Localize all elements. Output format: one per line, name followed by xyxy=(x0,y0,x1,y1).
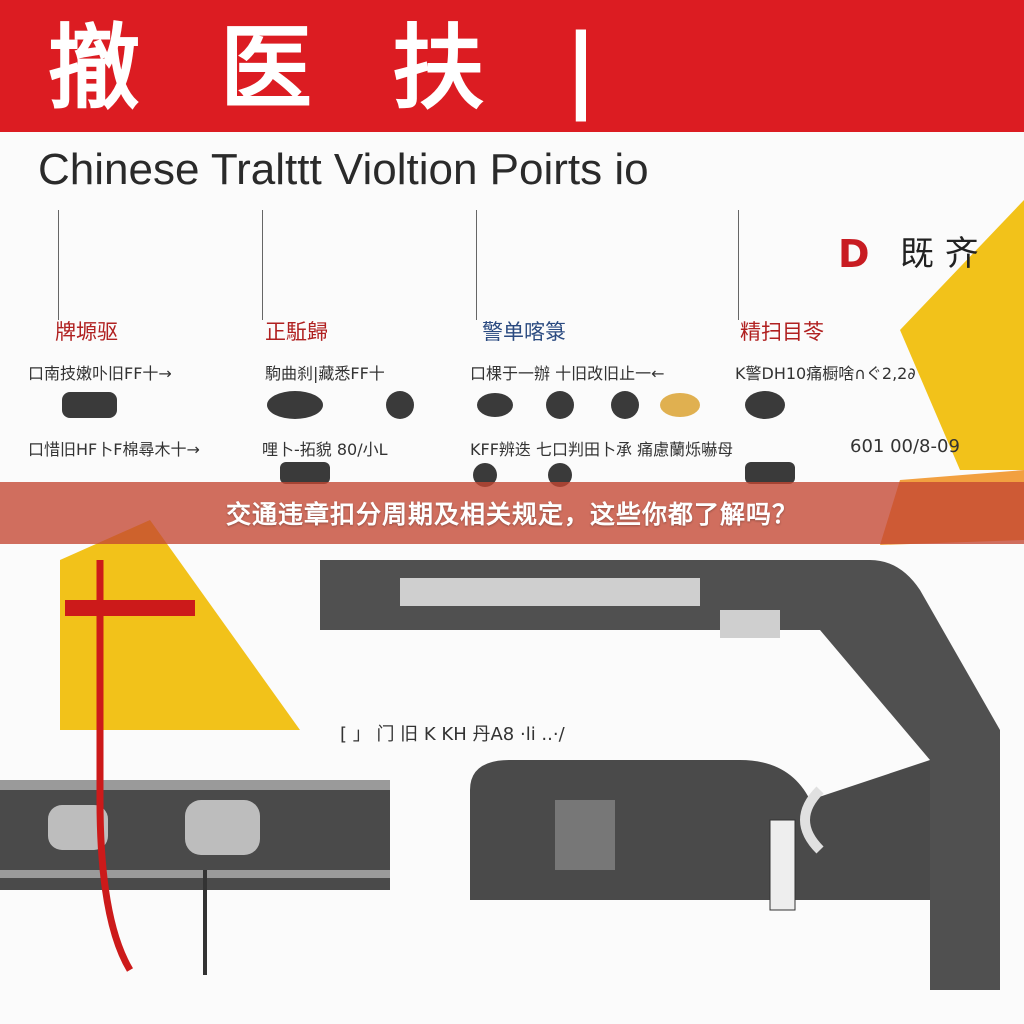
row-text: 601 00/8-09 xyxy=(850,436,960,457)
vehicle xyxy=(555,800,615,870)
column-heading: 牌塬驱 xyxy=(55,320,118,344)
divider xyxy=(738,210,739,320)
divider xyxy=(476,210,477,320)
yellow-shape-right xyxy=(900,200,1024,470)
header-banner: 撤 医 扶 | xyxy=(0,0,1024,132)
red-bar xyxy=(65,600,195,616)
curve-marking xyxy=(800,786,824,854)
road-lower xyxy=(470,760,930,900)
row-text: 哩卜-拓貌 80/小L xyxy=(262,440,388,459)
red-pole xyxy=(96,560,134,972)
road-upper xyxy=(320,560,1000,990)
road-edge xyxy=(0,870,390,878)
row-text: 口南技嫩卟旧FF十→ xyxy=(28,364,172,383)
badge-letter: D xyxy=(838,232,870,276)
car xyxy=(185,800,260,855)
road-window xyxy=(720,610,780,638)
row-text: 駒曲刹|藏悉FF十 xyxy=(265,364,385,383)
row-text: 口棵于一辦 十旧改旧止一← xyxy=(470,364,665,383)
badge-glyph: 既 齐 xyxy=(900,234,979,274)
car xyxy=(48,805,108,850)
signpost xyxy=(769,819,796,911)
yellow-shape-left xyxy=(60,520,300,730)
row-text: K警DH10痛橱啥∩ぐ2,2∂ xyxy=(735,364,916,383)
column-heading: 正駈歸 xyxy=(265,320,328,344)
subtitle: Chinese Tralttt Violtion Poirts io xyxy=(38,145,649,194)
column-heading: 精扫目苓 xyxy=(740,320,824,344)
road-window xyxy=(400,578,700,606)
caption-text: 交通违章扣分周期及相关规定，这些你都了解吗？ xyxy=(225,500,798,529)
divider xyxy=(58,210,59,320)
header-title: 撤 医 扶 | xyxy=(48,15,622,122)
row-text: 口惜旧HF卜F棉尋木十→ xyxy=(28,440,200,459)
road-edge xyxy=(0,780,390,790)
divider xyxy=(262,210,263,320)
row-text: KFF辨迭 七口判田卜承 痛慮蘭烁嚇母 xyxy=(470,440,734,459)
vehicle-icons xyxy=(62,391,795,487)
caption-banner: 交通违章扣分周期及相关规定，这些你都了解吗？ xyxy=(0,482,1024,544)
road-label: [ 」 门 旧 K KH 丹A8 ·li ..·/ xyxy=(340,724,565,745)
column-heading: 警单喀箓 xyxy=(482,320,566,344)
